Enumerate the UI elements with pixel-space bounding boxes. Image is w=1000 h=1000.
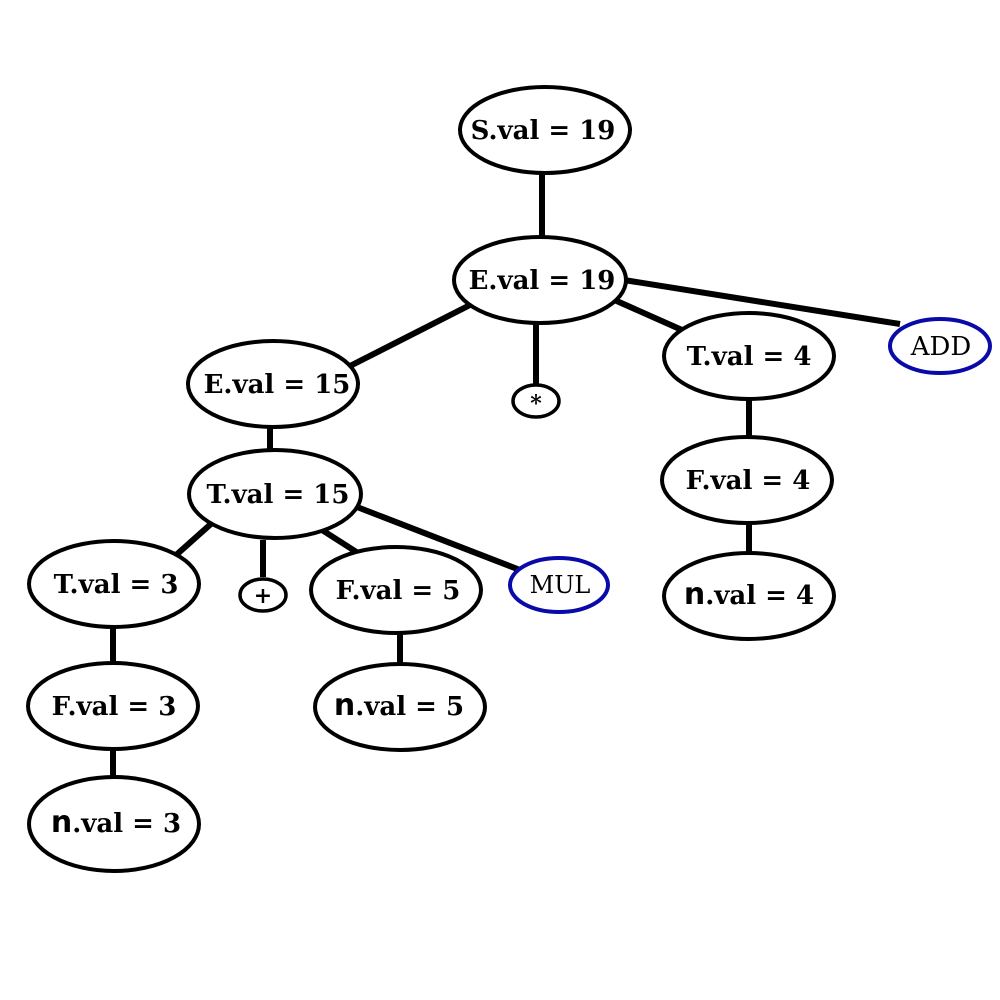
node-t-15-label: T.val = 15 [207,480,350,510]
node-f-5: F.val = 5 [309,545,483,635]
node-e-top-label: E.val = 19 [469,266,616,296]
edge-e-add [623,277,901,327]
node-n-right-label: n.val = 4 [684,577,814,612]
node-f-3: F.val = 3 [26,661,200,751]
node-n-5-suffix: .val = 5 [355,692,464,722]
node-s: S.val = 19 [458,85,632,175]
node-op-plus-label: + [254,583,272,609]
edge-e-eleft [348,302,472,369]
node-op-star: * [511,383,561,419]
node-mul: MUL [508,556,610,614]
node-t-3-label: T.val = 3 [54,570,179,600]
node-f-5-label: F.val = 5 [336,576,461,606]
node-n-3-label: n.val = 3 [51,805,181,840]
node-n-3: n.val = 3 [27,775,201,873]
node-add-label: ADD [910,332,971,362]
node-op-star-label: * [530,391,542,417]
tree-edges [110,172,901,781]
node-n-3-suffix: .val = 3 [72,809,181,839]
node-t-15: T.val = 15 [187,448,363,540]
node-mul-label: MUL [530,571,591,599]
node-f-right: F.val = 4 [660,435,834,525]
node-n-3-symbol: n [51,805,72,840]
node-t-3: T.val = 3 [27,539,201,629]
edge-t15-f5 [320,527,360,556]
node-e-left: E.val = 15 [186,339,360,429]
node-n-5: n.val = 5 [313,662,487,752]
node-op-plus: + [238,577,288,613]
edge-t15-mul [355,504,522,573]
node-e-left-label: E.val = 15 [204,370,351,400]
node-add: ADD [888,317,992,375]
node-n-5-symbol: n [334,688,355,723]
node-n-right: n.val = 4 [662,551,836,641]
node-t-right-label: T.val = 4 [687,342,812,372]
edge-t15-t3 [173,520,214,559]
node-s-label: S.val = 19 [471,116,616,146]
node-f-3-label: F.val = 3 [52,692,177,722]
node-n-right-symbol: n [684,577,705,612]
node-n-5-label: n.val = 5 [334,688,464,723]
tree-nodes: S.val = 19 E.val = 19 E.val = 15 * T.val… [26,85,992,873]
edge-e-tright [608,295,684,333]
node-f-right-label: F.val = 4 [686,466,811,496]
node-n-right-suffix: .val = 4 [705,581,814,611]
node-e-top: E.val = 19 [452,235,628,325]
node-t-right: T.val = 4 [662,311,836,401]
